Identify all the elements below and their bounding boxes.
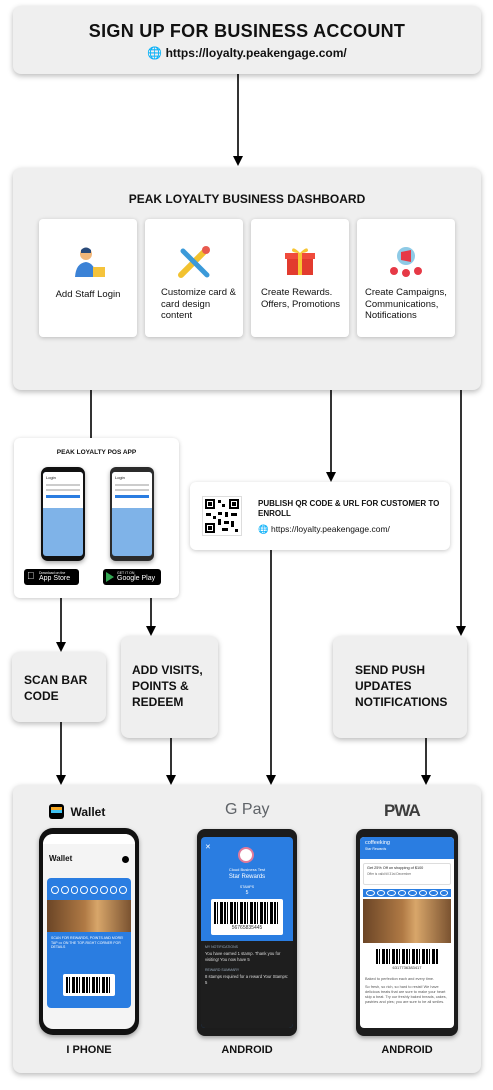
pos-app-box: PEAK LOYALTY POS APP Login Login  Downl… xyxy=(14,438,179,598)
gpay-business: Cloud Business Test xyxy=(228,867,266,872)
gpay-summary: 8 stamps required for a reward Your Stam… xyxy=(205,974,289,985)
dashboard-title: PEAK LOYALTY BUSINESS DASHBOARD xyxy=(128,192,366,206)
pos-phone-android: Login xyxy=(110,467,154,561)
wallet-screen-header: Wallet xyxy=(49,854,73,863)
add-visits-box: ADD VISITS, POINTS & REDEEM xyxy=(121,636,218,738)
pwa-logo: PWA xyxy=(384,801,421,820)
google-play-small: GET IT ON xyxy=(117,571,135,575)
signup-url[interactable]: https://loyalty.peakengage.com/ xyxy=(165,46,347,60)
pastry-image xyxy=(47,900,131,932)
tools-icon xyxy=(175,243,213,281)
more-icon[interactable] xyxy=(122,856,129,863)
card-label: Customize card & card design content xyxy=(161,287,236,321)
iphone-mockup: Wallet SCAN FOR REWARDS, POINTS AND MORE… xyxy=(39,828,139,1035)
card-customize[interactable]: Customize card & card design content xyxy=(145,219,243,337)
play-icon xyxy=(106,572,114,582)
app-store-label: App Store xyxy=(39,575,71,582)
signup-title: SIGN UP FOR BUSINESS ACCOUNT xyxy=(88,21,406,41)
qr-url[interactable]: https://loyalty.peakengage.com/ xyxy=(270,524,390,534)
gpay-stamps: 5 xyxy=(245,890,249,896)
pwa-barcode: 6317736383417 xyxy=(374,947,440,973)
wallet-logo: Wallet xyxy=(49,803,105,821)
pos-title: PEAK LOYALTY POS APP xyxy=(56,449,137,456)
campaign-icon xyxy=(389,244,423,278)
gpay-stamps-label: STAMPS xyxy=(239,885,255,889)
wallet-icon xyxy=(49,804,64,820)
pos-phone-ios: Login xyxy=(41,467,85,561)
app-store-small: Download on the xyxy=(39,571,66,575)
staff-icon xyxy=(71,245,107,279)
card-rewards[interactable]: Create Rewards. Offers, Promotions xyxy=(251,219,349,337)
pwa-sub: Star Rewards xyxy=(365,847,387,851)
gpay-card-name: Star Rewards xyxy=(228,874,266,880)
pwa-pastry-image xyxy=(363,899,451,943)
pwa-offer-valid: Offer is valid till 31st December xyxy=(367,872,412,876)
qr-title: PUBLISH QR CODE & URL FOR CUSTOMER TO EN… xyxy=(258,499,440,518)
google-play-badge[interactable]: GET IT ON Google Play xyxy=(103,569,161,585)
android-pwa-mockup: coffeeking Star Rewards Get 25% Off on s… xyxy=(356,829,458,1036)
scan-label: SCAN BAR CODE xyxy=(24,673,88,703)
gpay-notifications-label: MY NOTIFICATIONS xyxy=(205,945,238,949)
card-label: Create Campaigns, Communications, Notifi… xyxy=(365,287,447,321)
signup-box: SIGN UP FOR BUSINESS ACCOUNT 🌐 https://l… xyxy=(13,6,481,74)
push-box: SEND PUSH UPDATES NOTIFICATIONS xyxy=(333,636,467,738)
pwa-tagline: Baked to perfection each and every time. xyxy=(365,977,435,981)
apple-icon:  xyxy=(27,571,35,582)
card-label: Add Staff Login xyxy=(55,289,121,300)
scan-barcode-box: SCAN BAR CODE xyxy=(12,652,106,722)
wallet-barcode xyxy=(63,974,115,996)
wallet-pass[interactable]: SCAN FOR REWARDS, POINTS AND MORE! TAP •… xyxy=(47,878,131,1008)
pwa-offer-title: Get 25% Off on shopping of $100 xyxy=(367,866,424,870)
wallet-logo-text: Wallet xyxy=(70,804,106,819)
gpay-logo-circle xyxy=(238,847,254,863)
device-label-android-gpay: ANDROID xyxy=(221,1044,273,1056)
qr-box: PUBLISH QR CODE & URL FOR CUSTOMER TO EN… xyxy=(190,482,450,550)
device-label-iphone: I PHONE xyxy=(66,1044,112,1056)
card-campaigns[interactable]: Create Campaigns, Communications, Notifi… xyxy=(357,219,455,337)
gpay-back-icon[interactable]: ✕ xyxy=(205,844,211,851)
google-play-label: Google Play xyxy=(117,575,156,582)
qr-code-icon xyxy=(202,496,242,536)
push-label: SEND PUSH UPDATES NOTIFICATIONS xyxy=(355,663,448,709)
app-store-badge[interactable]:  Download on the App Store xyxy=(24,569,79,585)
globe-icon: 🌐 xyxy=(258,524,269,534)
gpay-summary-label: REWARD SUMMARY xyxy=(205,968,240,972)
pwa-body: So fresh, so rich, so hard to resist! We… xyxy=(365,985,447,1004)
globe-icon: 🌐 xyxy=(147,46,163,60)
android-gpay-mockup: ✕ Cloud Business Test Star Rewards STAMP… xyxy=(197,829,297,1036)
gpay-barcode: 56765835445 xyxy=(211,899,283,935)
device-label-android-pwa: ANDROID xyxy=(381,1044,433,1056)
pwa-app-name: coffeeking xyxy=(365,840,390,846)
pwa-offer[interactable]: Get 25% Off on shopping of $100 Offer is… xyxy=(363,863,451,885)
pwa-barcode-number: 6317736383417 xyxy=(392,965,422,970)
add-label: ADD VISITS, POINTS & REDEEM xyxy=(132,663,203,709)
pos-login-label: Login xyxy=(46,475,56,480)
gpay-barcode-number: 56765835445 xyxy=(231,925,263,931)
wallet-promo: SCAN FOR REWARDS, POINTS AND MORE! TAP •… xyxy=(51,936,124,949)
card-add-staff[interactable]: Add Staff Login xyxy=(39,219,137,337)
gpay-notification: You have earned 1 stamp. Thank you for v… xyxy=(205,951,281,962)
gift-icon xyxy=(284,245,316,277)
pos-login-label: Login xyxy=(115,475,125,480)
card-label: Create Rewards. Offers, Promotions xyxy=(261,287,341,310)
gpay-logo: G Pay xyxy=(225,801,270,818)
